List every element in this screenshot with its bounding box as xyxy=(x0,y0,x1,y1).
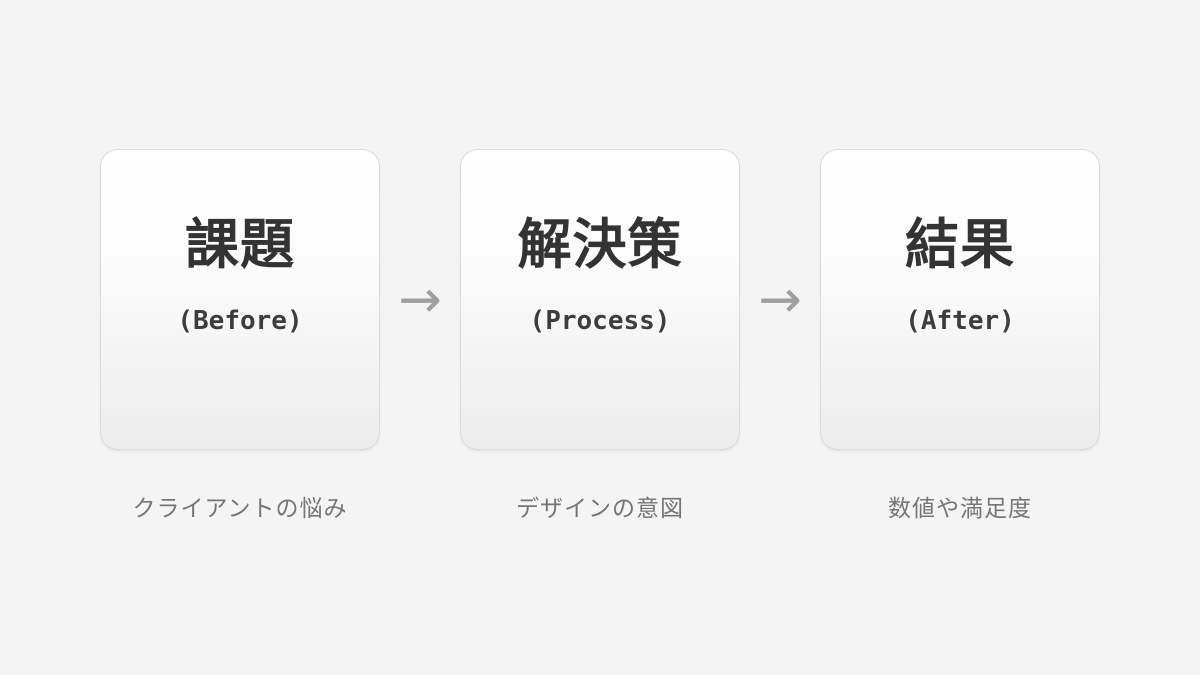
card-process-title: 解決策 xyxy=(517,213,683,276)
card-process: 解決策 (Process) xyxy=(460,149,740,450)
arrow-process-to-after: → xyxy=(740,149,820,450)
step-before: 課題 (Before) クライアントの悩み xyxy=(100,149,380,521)
card-after: 結果 (After) xyxy=(820,149,1100,450)
card-before: 課題 (Before) xyxy=(100,149,380,450)
step-after: 結果 (After) 数値や満足度 xyxy=(820,149,1100,521)
right-arrow-icon: → xyxy=(758,269,802,330)
card-after-title: 結果 xyxy=(905,213,1015,276)
arrow-before-to-process: → xyxy=(380,149,460,450)
card-process-subtitle: (Process) xyxy=(529,306,671,336)
right-arrow-icon: → xyxy=(398,269,442,330)
card-after-caption: 数値や満足度 xyxy=(888,496,1032,522)
card-before-title: 課題 xyxy=(185,213,295,276)
card-before-caption: クライアントの悩み xyxy=(132,496,348,522)
card-before-subtitle: (Before) xyxy=(177,306,303,336)
card-after-subtitle: (After) xyxy=(905,306,1015,336)
step-process: 解決策 (Process) デザインの意図 xyxy=(460,149,740,521)
card-process-caption: デザインの意図 xyxy=(516,496,684,522)
flow-diagram: 課題 (Before) クライアントの悩み → 解決策 (Process) デザ… xyxy=(100,149,1100,521)
